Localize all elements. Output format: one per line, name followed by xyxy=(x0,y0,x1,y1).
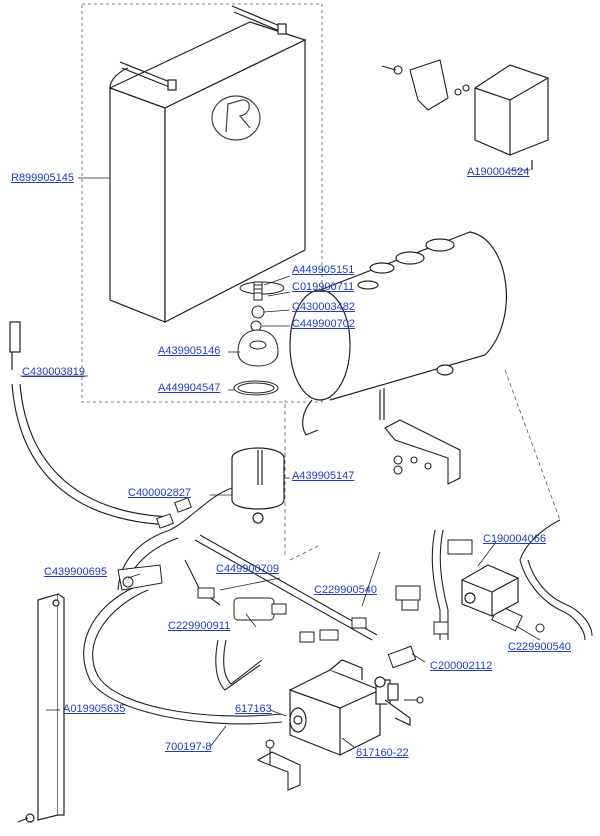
tank-group-boundary xyxy=(81,3,323,403)
callout-c200002112[interactable]: C200002112 xyxy=(430,660,493,672)
callout-700197-8[interactable]: 700197-8 xyxy=(165,741,212,753)
support-rail xyxy=(17,593,65,823)
callout-a190004524[interactable]: A190004524 xyxy=(467,166,530,178)
solenoid-valve-right xyxy=(461,564,519,617)
callout-a439905146[interactable]: A439905146 xyxy=(158,345,221,357)
heating-block xyxy=(474,64,549,170)
callout-c430003819[interactable]: C430003819 xyxy=(22,366,86,378)
boiler xyxy=(289,231,507,436)
hose-network xyxy=(83,487,593,725)
callout-c439900695[interactable]: C439900695 xyxy=(44,566,108,578)
callout-c430003482[interactable]: C430003482 xyxy=(292,301,356,313)
tank-logo xyxy=(211,95,261,141)
water-reservoir xyxy=(231,447,285,524)
callout-c400002827[interactable]: C400002827 xyxy=(128,487,192,499)
tank-pins xyxy=(119,5,287,91)
callout-r899905145[interactable]: R899905145 xyxy=(11,172,75,184)
callout-617163[interactable]: 617163 xyxy=(235,703,272,715)
callout-617160-22[interactable]: 617160-22 xyxy=(356,747,409,759)
boiler-bracket xyxy=(384,419,461,485)
callout-c190004066[interactable]: C190004066 xyxy=(483,533,547,545)
mounting-bracket xyxy=(381,59,470,111)
callout-a449905151[interactable]: A449905151 xyxy=(292,264,355,276)
pump-bracket xyxy=(256,739,301,791)
water-tank xyxy=(108,21,307,323)
pump-assembly xyxy=(289,659,411,756)
callout-c229900540-upper[interactable]: C229900540 xyxy=(314,584,378,596)
callout-a439905147[interactable]: A439905147 xyxy=(292,470,355,482)
fittings xyxy=(117,497,545,704)
leader-lines xyxy=(20,169,541,748)
dashed-connections xyxy=(284,369,561,561)
callout-c229900911[interactable]: C229900911 xyxy=(168,620,231,632)
callout-a019905635[interactable]: A019905635 xyxy=(63,703,126,715)
tank-valve-stack xyxy=(233,281,285,396)
callout-c019900711[interactable]: C019900711 xyxy=(292,281,355,293)
callout-c449900709[interactable]: C449900709 xyxy=(216,563,280,575)
inlet-tube xyxy=(9,321,171,526)
callout-c229900540-lower[interactable]: C229900540 xyxy=(508,641,572,653)
callout-a449904547[interactable]: A449904547 xyxy=(158,382,221,394)
callout-c449900702[interactable]: C449900702 xyxy=(292,318,356,330)
